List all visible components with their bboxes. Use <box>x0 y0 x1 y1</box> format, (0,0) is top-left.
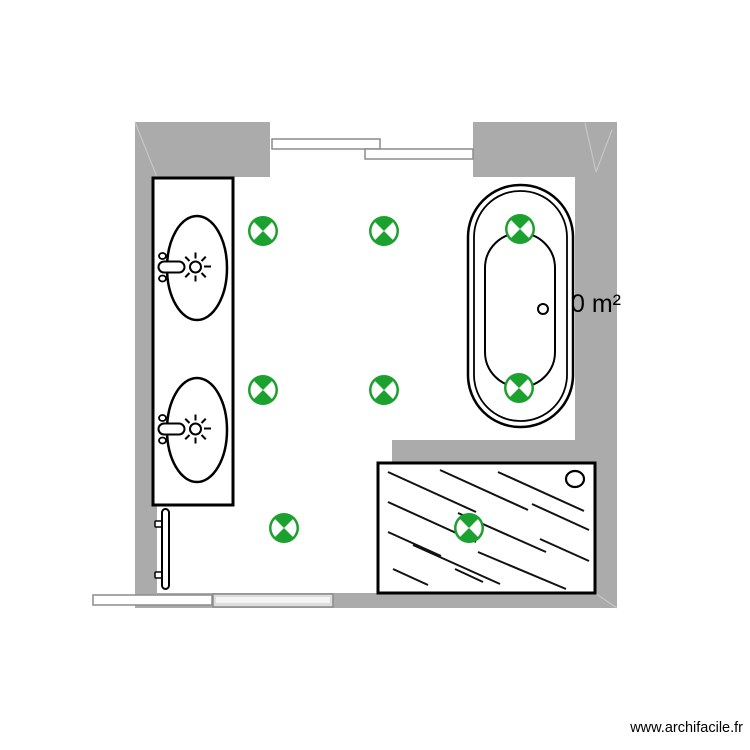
spotlight-quadrant <box>250 381 263 399</box>
spotlight-symbol[interactable] <box>248 216 278 246</box>
bathtub[interactable] <box>466 183 575 429</box>
drain-ray <box>200 434 207 440</box>
door-panel-stripe <box>216 597 330 603</box>
wall-miter-line <box>595 129 613 173</box>
spotlight-quadrant <box>284 519 297 537</box>
faucet-knob-icon <box>158 252 167 260</box>
spotlight-symbol[interactable] <box>454 513 484 543</box>
sliding-window[interactable] <box>270 122 474 177</box>
drain-ray <box>184 256 191 262</box>
sink[interactable] <box>157 214 229 322</box>
radiator-bracket <box>154 520 163 528</box>
wall-miter-line <box>594 592 618 609</box>
shower-hatch-line <box>387 531 442 557</box>
shower-hatch-line <box>531 503 590 531</box>
shower-hatch-line <box>392 568 429 586</box>
shower-hatch-line <box>497 471 585 512</box>
spotlight-quadrant <box>263 222 276 240</box>
shower-hatch-line <box>539 538 590 562</box>
bathtub-drain-icon <box>537 303 549 315</box>
spotlight-quadrant <box>371 222 384 240</box>
door-panel-leaf[interactable] <box>92 594 213 606</box>
window-pane[interactable] <box>271 138 381 150</box>
faucet-spout-icon <box>157 422 186 436</box>
spotlight-quadrant <box>456 519 469 537</box>
spotlight-symbol[interactable] <box>505 214 535 244</box>
drain-icon <box>189 422 202 436</box>
shower-tray[interactable] <box>376 461 597 595</box>
wall-miter-line <box>584 122 597 173</box>
spotlight-quadrant <box>520 220 533 238</box>
faucet-knob-icon <box>158 414 167 422</box>
spotlight-symbol[interactable] <box>269 513 299 543</box>
archifacile-watermark: www.archifacile.fr <box>630 720 743 736</box>
ceiling-spotlights[interactable] <box>248 214 535 543</box>
spotlight-quadrant <box>271 519 284 537</box>
faucet-knob-icon <box>158 436 167 445</box>
shower-hatch-line <box>439 469 529 511</box>
spotlight-symbol[interactable] <box>369 216 399 246</box>
spotlight-symbol[interactable] <box>504 373 534 403</box>
drain-ray <box>184 434 191 440</box>
spotlight-quadrant <box>263 381 276 399</box>
spotlight-quadrant <box>384 222 397 240</box>
faucet-spout-icon <box>157 260 186 274</box>
drain-ray <box>200 418 207 424</box>
shower-hatch-line <box>387 471 477 513</box>
wall-miter-lines <box>134 121 618 609</box>
towel-radiator[interactable] <box>154 508 170 590</box>
spotlight-symbol[interactable] <box>248 375 278 405</box>
double-sink-vanity[interactable] <box>151 176 235 507</box>
spotlight-quadrant <box>371 381 384 399</box>
spotlight-quadrant <box>250 222 263 240</box>
spotlight-symbol[interactable] <box>369 375 399 405</box>
shower-hatch-line <box>454 568 484 583</box>
spotlight-quadrant <box>506 379 519 397</box>
spotlight-quadrant <box>519 379 532 397</box>
wall-miter-line <box>134 121 158 178</box>
bathtub-inner-rim <box>473 190 568 422</box>
window-pane[interactable] <box>364 148 474 160</box>
sliding-door[interactable] <box>92 593 334 608</box>
shower-hatch-line <box>412 544 501 585</box>
shower-drain-icon <box>564 469 586 489</box>
sink[interactable] <box>157 376 229 484</box>
radiator-bracket <box>154 571 163 579</box>
drain-icon <box>189 260 202 274</box>
shower-hatch-line <box>477 551 567 590</box>
drain-ray <box>184 418 191 424</box>
spotlight-quadrant <box>507 220 520 238</box>
faucet-knob-icon <box>158 274 167 283</box>
drain-ray <box>200 256 207 262</box>
spotlight-quadrant <box>384 381 397 399</box>
room-area-label: 0 m² <box>571 290 621 318</box>
drain-ray <box>184 272 191 278</box>
spotlight-quadrant <box>469 519 482 537</box>
radiator-body[interactable] <box>161 508 170 590</box>
drain-ray <box>200 272 207 278</box>
